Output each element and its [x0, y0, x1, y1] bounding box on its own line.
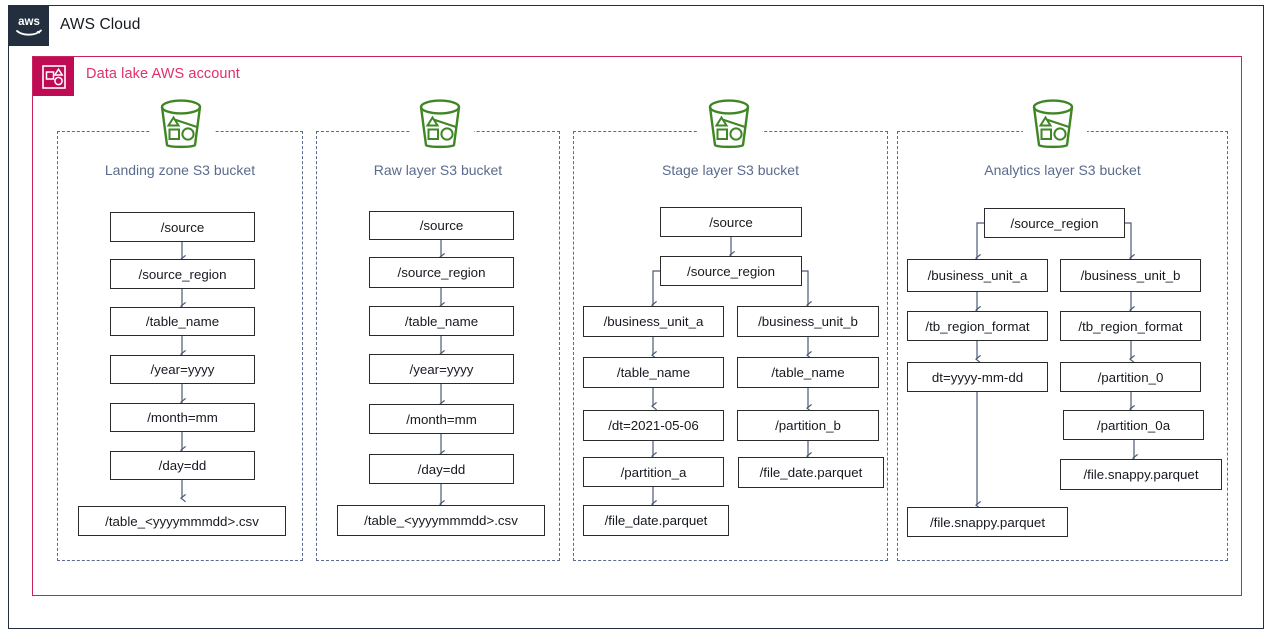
node-raw-day: /day=dd [369, 454, 514, 484]
node-raw-source-region: /source_region [369, 257, 514, 288]
node-stage-file-b: /file_date.parquet [738, 457, 884, 488]
node-analytics-partition-0a: /partition_0a [1063, 410, 1204, 440]
aws-logo-icon: aws [9, 6, 49, 46]
node-landing-table-name: /table_name [110, 307, 255, 336]
bucket-label-stage-layer: Stage layer S3 bucket [662, 162, 799, 178]
bucket-label-landing-zone: Landing zone S3 bucket [104, 162, 256, 178]
s3-bucket-icon [411, 96, 469, 154]
node-landing-source-region: /source_region [110, 259, 255, 289]
node-stage-source-region: /source_region [660, 256, 802, 286]
node-analytics-business-unit-a: /business_unit_a [907, 259, 1048, 292]
node-analytics-tb-region-format-a: /tb_region_format [907, 311, 1048, 341]
data-lake-account-title: Data lake AWS account [86, 66, 240, 82]
aws-cloud-title: AWS Cloud [60, 16, 141, 33]
node-landing-day: /day=dd [110, 451, 255, 480]
s3-bucket-icon [1024, 96, 1082, 154]
node-raw-year: /year=yyyy [369, 354, 514, 384]
node-landing-year: /year=yyyy [110, 355, 255, 384]
bucket-label-analytics-layer: Analytics layer S3 bucket [984, 162, 1141, 178]
node-landing-month: /month=mm [110, 403, 255, 432]
node-analytics-file-a: /file.snappy.parquet [907, 507, 1068, 537]
aws-account-icon [33, 57, 74, 96]
node-stage-business-unit-b: /business_unit_b [737, 306, 879, 337]
node-analytics-file-b: /file.snappy.parquet [1060, 459, 1222, 490]
node-stage-dt: /dt=2021-05-06 [583, 410, 724, 441]
node-landing-source: /source [110, 212, 255, 242]
node-stage-source: /source [660, 207, 802, 237]
node-stage-partition-a: /partition_a [583, 457, 724, 487]
bucket-group-raw-layer [316, 131, 560, 561]
node-raw-table-name: /table_name [369, 306, 514, 336]
svg-text:aws: aws [18, 16, 40, 28]
node-stage-file-a: /file_date.parquet [583, 505, 729, 536]
s3-bucket-icon [700, 96, 758, 154]
node-stage-partition-b: /partition_b [737, 410, 879, 441]
node-stage-business-unit-a: /business_unit_a [583, 306, 724, 337]
bucket-group-stage-layer [573, 131, 888, 561]
node-analytics-tb-region-format-b: /tb_region_format [1060, 311, 1201, 341]
node-raw-file: /table_<yyyymmmdd>.csv [337, 505, 545, 536]
node-stage-table-name-b: /table_name [737, 357, 879, 388]
node-analytics-source-region: /source_region [984, 208, 1125, 238]
node-stage-table-name-a: /table_name [583, 357, 724, 388]
node-analytics-business-unit-b: /business_unit_b [1060, 259, 1201, 292]
bucket-group-analytics-layer [897, 131, 1228, 561]
node-raw-source: /source [369, 211, 514, 240]
node-analytics-dt: dt=yyyy-mm-dd [907, 362, 1048, 392]
node-analytics-partition-0: /partition_0 [1060, 362, 1201, 392]
node-raw-month: /month=mm [369, 404, 514, 434]
bucket-group-landing-zone [57, 131, 303, 561]
s3-bucket-icon [152, 96, 210, 154]
node-landing-file: /table_<yyyymmmdd>.csv [78, 506, 286, 536]
bucket-label-raw-layer: Raw layer S3 bucket [373, 162, 503, 178]
